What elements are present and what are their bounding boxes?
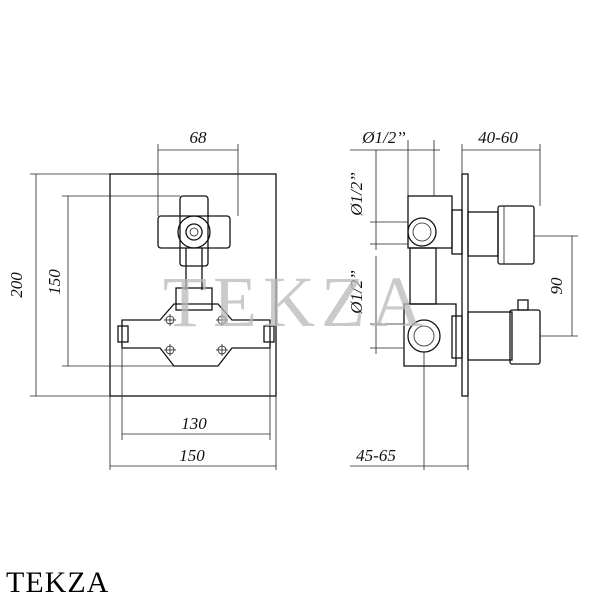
- dim-inner-height: 150: [45, 195, 180, 367]
- dim-pipe-mid: Ø1/2’’: [347, 150, 408, 250]
- side-view: Ø1/2’’ Ø1/2’’ Ø1/2’’ 40-60 9: [347, 128, 578, 470]
- front-view: 68 130 150 200 150: [7, 128, 277, 470]
- brand-logo-text: TEKZA: [6, 566, 110, 599]
- center-column: [175, 248, 213, 311]
- dim-200-label: 200: [7, 272, 26, 298]
- dim-45-65-label: 45-65: [356, 446, 396, 465]
- dim-outer-width: 150: [109, 396, 277, 470]
- lower-handle: [467, 299, 541, 365]
- dim-depth-bottom: 45-65: [350, 352, 469, 470]
- dim-outer-height: 200: [7, 173, 110, 397]
- watermark-text: TEKZA: [163, 262, 429, 342]
- dim-90-label: 90: [547, 277, 566, 295]
- dim-pipe-top-label: Ø1/2’’: [361, 128, 406, 147]
- front-plate-outline: [109, 173, 277, 397]
- upper-handle: [467, 205, 535, 265]
- wall-plate: [461, 173, 469, 397]
- dim-pipe-low: Ø1/2’’: [347, 256, 404, 354]
- dim-150-left-label: 150: [45, 269, 64, 295]
- dim-40-60-label: 40-60: [478, 128, 518, 147]
- dim-130-label: 130: [181, 414, 207, 433]
- dim-depth-top: 40-60: [461, 128, 541, 206]
- cross-handle: [157, 195, 231, 267]
- dim-top-width: 68: [157, 128, 239, 216]
- dim-inner-width: 130: [121, 348, 271, 440]
- dim-68-label: 68: [190, 128, 208, 147]
- dim-pipe-low-label: Ø1/2’’: [347, 270, 366, 315]
- dim-150-bottom-label: 150: [179, 446, 205, 465]
- valve-body: [403, 195, 463, 367]
- dim-pipe-mid-label: Ø1/2’’: [347, 172, 366, 217]
- dim-spacing: 90: [534, 235, 578, 337]
- dim-pipe-top: Ø1/2’’: [350, 128, 440, 196]
